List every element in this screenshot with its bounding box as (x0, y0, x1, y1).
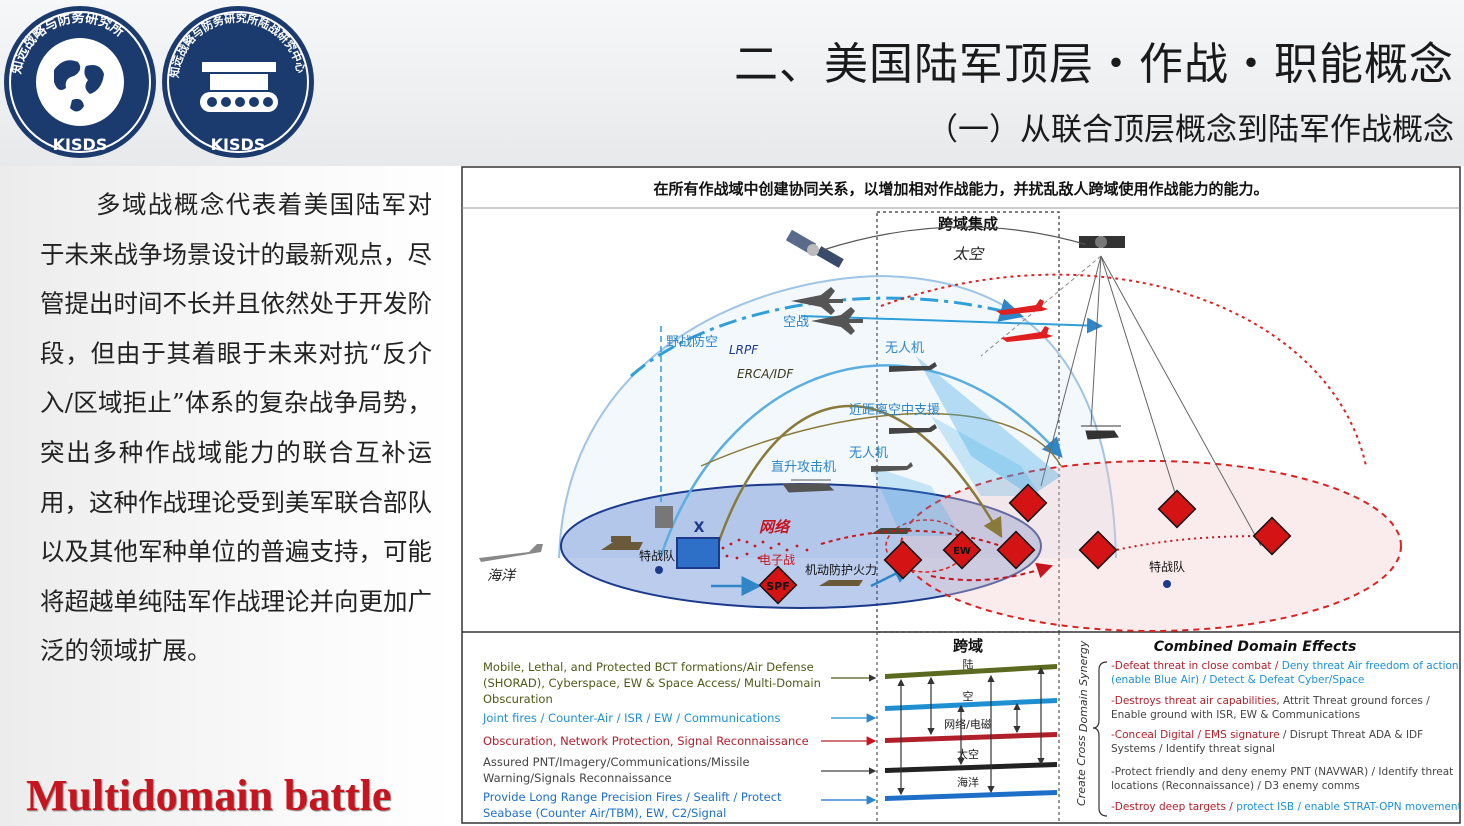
kisds-land-warfare-logo: 知远战略与防务研究所陆战研究中心 KISDS (162, 6, 314, 158)
label-protected-fires: 机动防护火力 (805, 562, 877, 577)
logo2-bottom-text: KISDS (211, 135, 266, 154)
air-defense-launcher-icon (655, 506, 673, 528)
body-paragraph: 多域战概念代表着美国陆军对于未来战争场景设计的最新观点，尽管提出时间不长并且依然… (40, 190, 432, 666)
satellite-icon (1079, 236, 1125, 248)
spf-threat-symbol: SPF (758, 565, 798, 605)
multidomain-battle-diagram: 在所有作战域中创建协同关系，以增加相对作战能力，并扰乱敌人跨域使用作战能力的能力… (461, 166, 1461, 824)
uav-icon (871, 462, 913, 472)
satellite-icon (785, 229, 844, 268)
threat-symbol (1252, 516, 1292, 556)
effect-4: -Protect friendly and deny enemy PNT (NA… (1111, 766, 1457, 792)
cross-domain-column (876, 211, 1060, 633)
label-uav-1: 无人机 (885, 341, 924, 356)
uav-icon (889, 362, 937, 372)
effect-2: -Destroys threat air capabilities, Attri… (1111, 695, 1433, 721)
threat-symbol (1157, 489, 1197, 529)
header-banner: 知远战略与防务研究所 KISDS 知远战略与防务研究所陆战研究中心 KISDS … (0, 0, 1464, 166)
svg-text:空: 空 (963, 689, 974, 703)
lrpf-arc (659, 364, 1063, 557)
enemy-jet-icon (1001, 326, 1053, 342)
svg-text:网络/电磁: 网络/电磁 (944, 717, 992, 731)
ew-threat-symbol: EW (942, 530, 982, 570)
capability-3: Obscuration, Network Protection, Signal … (483, 734, 809, 748)
cross-domain-center-title: 跨域 (953, 637, 983, 655)
fighter-jet-icon (811, 307, 863, 335)
ship-icon (479, 544, 543, 562)
kisds-logo: 知远战略与防务研究所 KISDS (4, 6, 156, 158)
logo1-bottom-text: KISDS (53, 135, 108, 154)
threat-symbol (883, 540, 923, 580)
label-electronic-warfare: 电子战 (759, 553, 795, 567)
domain-layer-cyber-em: 网络/电磁 (885, 717, 1057, 743)
friendly-dome (558, 274, 1117, 559)
threat-symbol (1078, 530, 1118, 570)
command-post-icon (676, 537, 720, 569)
enemy-jet-icon (996, 299, 1048, 315)
label-enemy-special-forces: 特战队 (1149, 559, 1185, 574)
label-cas: 近距离空中支援 (849, 402, 940, 418)
label-lrpf: LRPF (729, 343, 759, 357)
tank-icon (871, 528, 911, 534)
label-network: 网络 (759, 518, 791, 536)
svg-text:陆: 陆 (963, 657, 974, 671)
cross-domain-label: 跨域集成 (938, 215, 998, 233)
erca-arc (709, 405, 1003, 567)
tank-icon (601, 536, 643, 550)
domain-layer-land: 陆 (885, 657, 1057, 679)
label-create-cross: Create Cross (1075, 735, 1088, 806)
label-domain-synergy: Domain Synergy (1077, 640, 1090, 732)
label-uav-2: 无人机 (849, 446, 888, 461)
figure-top-title: 在所有作战域中创建协同关系，以增加相对作战能力，并扰乱敌人跨域使用作战能力的能力… (653, 180, 1268, 198)
label-special-forces: 特战队 (639, 548, 675, 563)
fighter-jet-icon (791, 287, 843, 315)
label-field-air-defense: 野战防空 (666, 334, 718, 350)
svg-text:太空: 太空 (957, 747, 979, 761)
page-title: 二、美国陆军顶层・作战・职能概念 (734, 39, 1454, 90)
page-subtitle: （一）从联合顶层概念到陆军作战概念 (927, 112, 1454, 148)
capability-2: Joint fires / Counter-Air / ISR / EW / C… (482, 711, 780, 725)
label-ocean: 海洋 (487, 568, 517, 584)
caption-multidomain-battle: Multidomain battle (26, 771, 392, 820)
threat-symbol (996, 530, 1036, 570)
space-label: 太空 (953, 245, 985, 263)
label-attack-helicopter: 直升攻击机 (771, 460, 836, 475)
threat-symbol (1008, 483, 1048, 523)
svg-text:海洋: 海洋 (957, 775, 979, 789)
effect-5: -Destroy deep targets / protect ISB / en… (1111, 801, 1461, 813)
enemy-dome (880, 273, 1367, 467)
capability-5: Provide Long Range Precision Fires / Sea… (483, 790, 785, 820)
domain-layer-sea: 海洋 (885, 775, 1057, 801)
effect-1: -Defeat threat in close combat / Deny th… (1111, 660, 1461, 686)
effects-title: Combined Domain Effects (1154, 639, 1357, 655)
label-air-combat: 空战 (783, 315, 809, 330)
enemy-helicopter-icon (1081, 425, 1121, 440)
tank-icon (819, 580, 863, 586)
soldier-icon (655, 566, 663, 574)
label-erca: ERCA/IDF (737, 367, 794, 381)
x-mark: X (694, 520, 705, 536)
left-text-panel: 多域战概念代表着美国陆军对于未来战争场景设计的最新观点，尽管提出时间不长并且依然… (0, 166, 458, 826)
tank-icon (200, 62, 278, 112)
svg-text:EW: EW (953, 546, 971, 557)
svg-text:SPF: SPF (766, 580, 790, 593)
enemy-soldier-icon (1163, 580, 1171, 588)
capability-1: Mobile, Lethal, and Protected BCT format… (483, 660, 825, 706)
attack-helicopter-icon (782, 479, 835, 493)
capability-4: Assured PNT/Imagery/Communications/Missi… (483, 755, 753, 785)
effect-3: -Conceal Digital / EMS signature / Disru… (1111, 729, 1427, 755)
cas-aircraft-icon (889, 424, 937, 434)
globe-icon (36, 38, 124, 126)
